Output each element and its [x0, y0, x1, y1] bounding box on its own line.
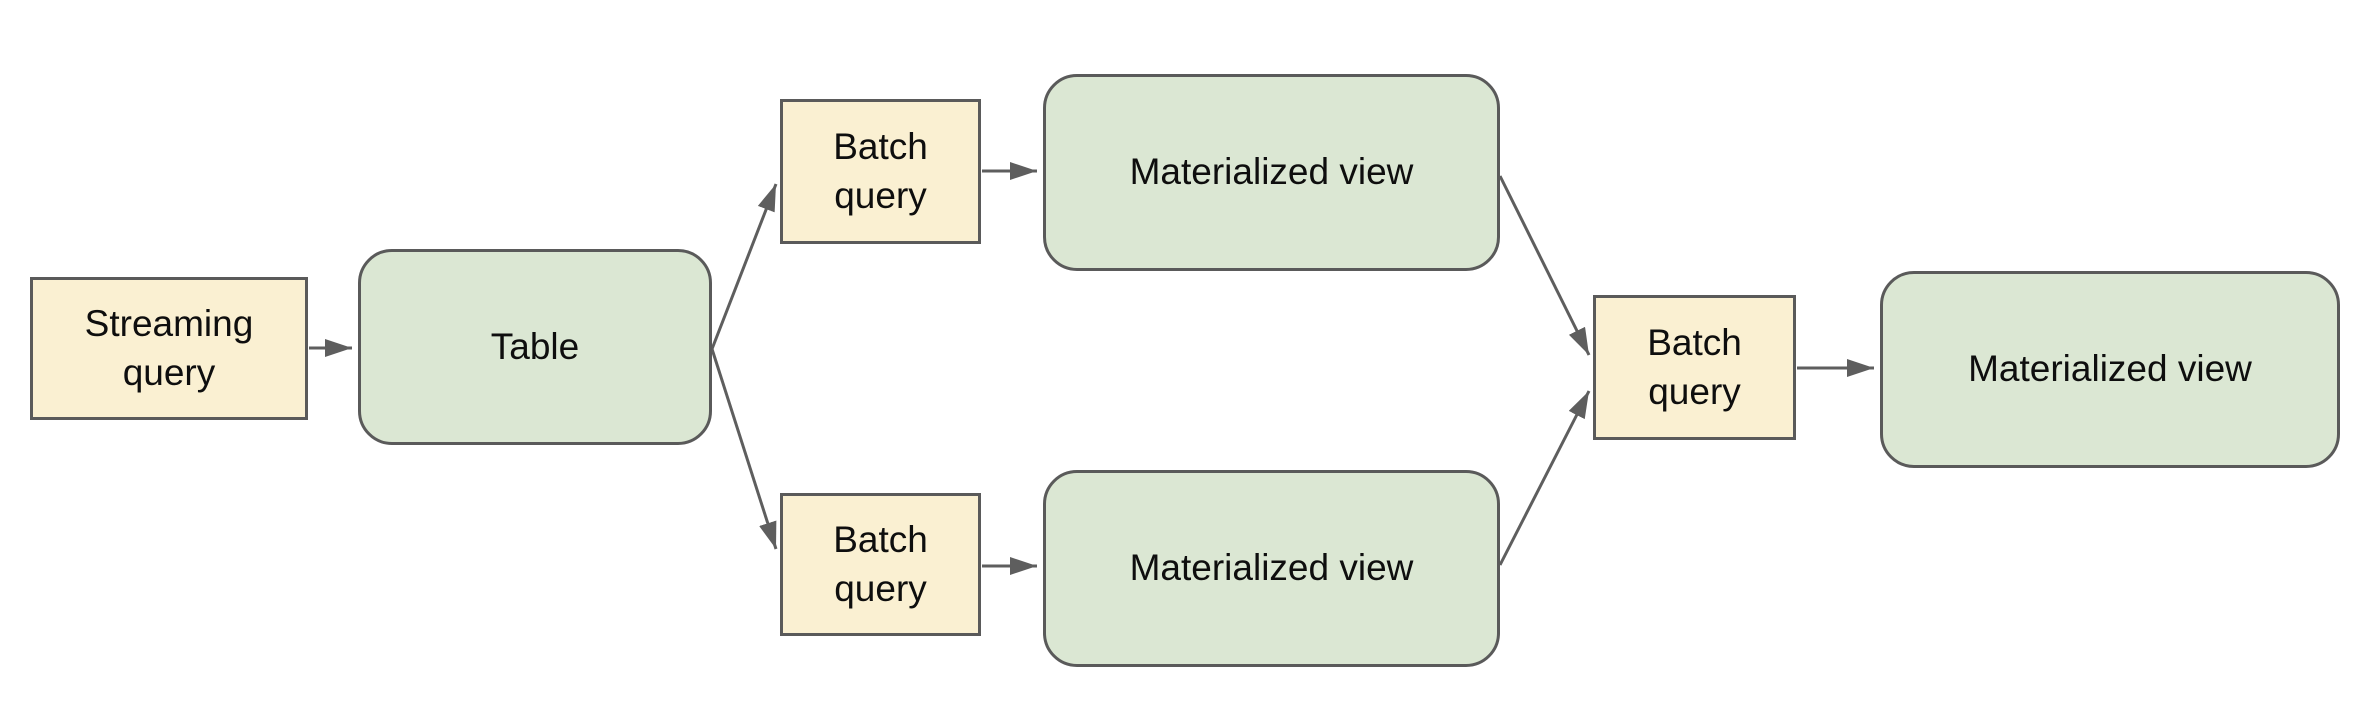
node-materialized-view-right: Materialized view: [1880, 271, 2340, 468]
node-materialized-view-bottom-label: Materialized view: [1129, 547, 1414, 589]
node-streaming-query-label: Streaming query: [84, 303, 254, 393]
node-batch-query-bottom: Batch query: [780, 493, 981, 636]
node-batch-query-top-label: Batch query: [833, 126, 928, 216]
node-materialized-view-top: Materialized view: [1043, 74, 1500, 271]
edge-mv-top-to-batch-query-right: [1498, 175, 1591, 356]
node-materialized-view-right-label: Materialized view: [1968, 348, 2252, 390]
node-materialized-view-top-label: Materialized view: [1129, 151, 1414, 193]
node-materialized-view-bottom: Materialized view: [1043, 470, 1500, 667]
node-batch-query-bottom-label: Batch query: [833, 519, 928, 609]
edge-table-to-batch-query-bottom: [710, 348, 778, 550]
node-table-label: Table: [490, 325, 580, 367]
edge-mv-bottom-to-batch-query-right: [1498, 390, 1591, 566]
node-batch-query-right: Batch query: [1593, 295, 1796, 440]
node-batch-query-right-label: Batch query: [1647, 322, 1742, 412]
node-batch-query-top: Batch query: [780, 99, 981, 244]
node-table: Table: [358, 249, 712, 445]
edge-table-to-batch-query-top: [710, 183, 778, 350]
node-streaming-query: Streaming query: [30, 277, 308, 420]
